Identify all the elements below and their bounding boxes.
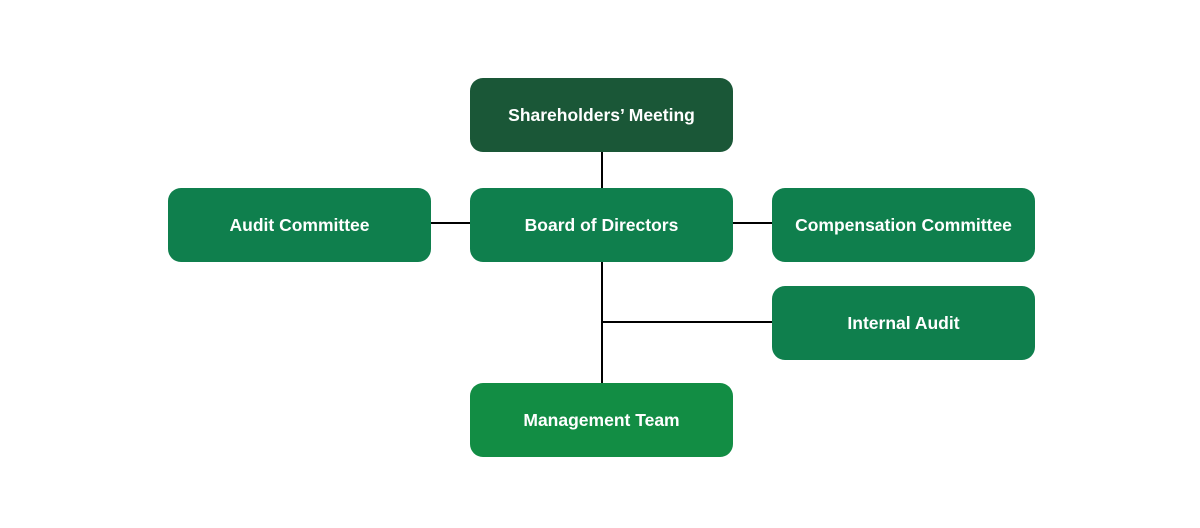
internal-audit-node: Internal Audit — [772, 286, 1035, 360]
compensation-committee-node: Compensation Committee — [772, 188, 1035, 262]
management-team-label: Management Team — [523, 409, 680, 430]
shareholders-meeting-label: Shareholders’ Meeting — [508, 104, 695, 125]
compensation-committee-label: Compensation Committee — [795, 214, 1012, 235]
audit-committee-node: Audit Committee — [168, 188, 431, 262]
internal-audit-label: Internal Audit — [847, 312, 960, 333]
board-of-directors-label: Board of Directors — [524, 214, 679, 235]
board-of-directors-node: Board of Directors — [470, 188, 733, 262]
audit-committee-label: Audit Committee — [229, 214, 370, 235]
shareholders-meeting-node: Shareholders’ Meeting — [470, 78, 733, 152]
management-team-node: Management Team — [470, 383, 733, 457]
